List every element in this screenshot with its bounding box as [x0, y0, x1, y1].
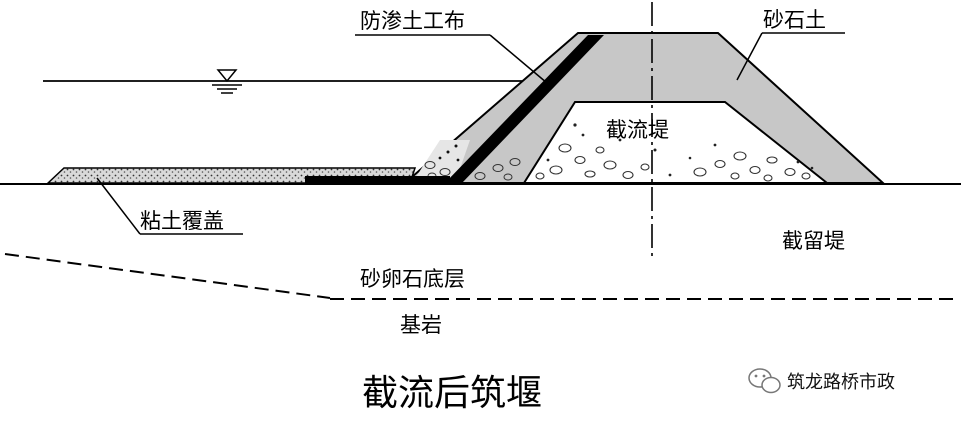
cutoff-dike-core — [522, 101, 830, 184]
geotextile-leader — [489, 34, 548, 84]
upstream-dots — [438, 144, 460, 162]
rubble-dots — [546, 123, 814, 177]
geotextile-toe — [305, 176, 450, 184]
rubble-fill — [535, 143, 811, 182]
sand-gravel-layer-label: 砂卵石底层 — [360, 267, 465, 291]
cutoff-dike-label: 截流堤 — [606, 118, 669, 142]
retaining-dike-label: 截留堤 — [782, 229, 845, 253]
gravel-soil-leader — [736, 32, 763, 81]
geotextile-label: 防渗土工布 — [360, 9, 465, 33]
wechat-logo-icon — [748, 368, 781, 394]
water-level-icon — [212, 69, 242, 94]
bedrock-boundary-left — [4, 253, 331, 299]
geotextile-membrane — [445, 35, 604, 183]
watermark-text: 筑龙路桥市政 — [787, 372, 895, 393]
bedrock-label: 基岩 — [400, 313, 442, 337]
clay-cover-leader — [96, 177, 141, 235]
clay-cover-label: 粘土覆盖 — [140, 209, 224, 233]
diagram-title: 截流后筑堰 — [362, 373, 542, 414]
gravel-soil-label: 砂石土 — [763, 8, 826, 32]
